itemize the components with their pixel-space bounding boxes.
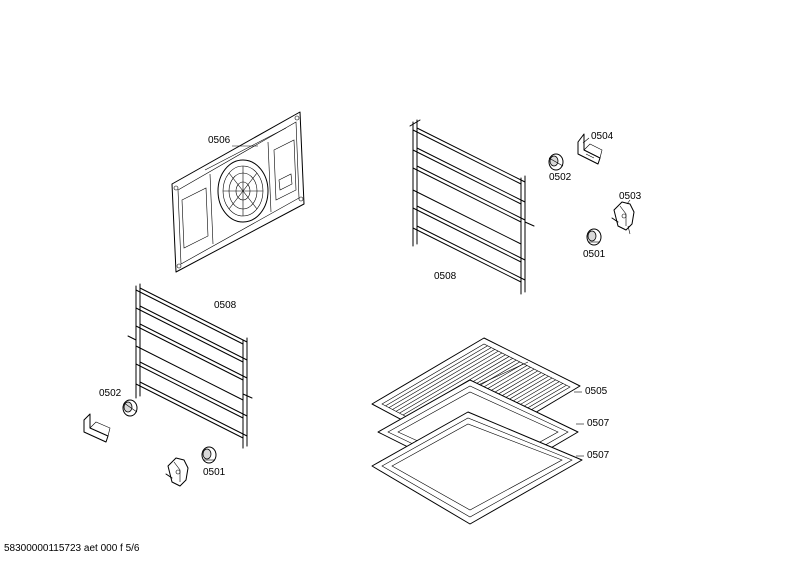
knob-left-lower [201,446,217,464]
knob-right-lower [586,228,602,246]
label-knob-left-upper: 0502 [99,388,122,399]
knob-left-upper [122,399,138,417]
grid-rung [385,345,488,407]
holder-right [611,201,635,235]
holder-left [165,457,189,487]
grid-rung [388,347,492,408]
label-holder-right: 0503 [619,191,642,202]
grid-rung [395,350,499,412]
label-clip-bracket-right: 0504 [591,131,614,142]
label-fan-cover-plate: 0506 [208,135,231,146]
label-rail-rack-left: 0508 [214,300,237,311]
label-knob-right-lower: 0501 [583,249,606,260]
label-baking-tray-upper: 0507 [587,418,610,429]
grid-rung [392,349,495,410]
label-knob-left-lower: 0501 [203,467,226,478]
leader-lines [232,137,631,457]
clip-bracket-left [83,413,111,443]
label-wire-grid-shelf: 0505 [585,386,608,397]
label-knob-right-upper: 0502 [549,172,572,183]
label-baking-tray-lower: 0507 [587,450,610,461]
grid-rung [402,354,506,416]
rail-rack-right [409,119,535,295]
knob-right-upper [548,153,564,171]
grid-rung [399,352,503,414]
rail-rack-left [127,283,253,449]
fan-cover-plate [171,111,305,273]
clip-bracket-right [577,133,603,165]
label-rail-rack-right: 0508 [434,271,457,282]
baking-tray-lower [371,411,583,525]
document-footer-code: 58300000115723 aet 000 f 5/6 [4,543,140,554]
